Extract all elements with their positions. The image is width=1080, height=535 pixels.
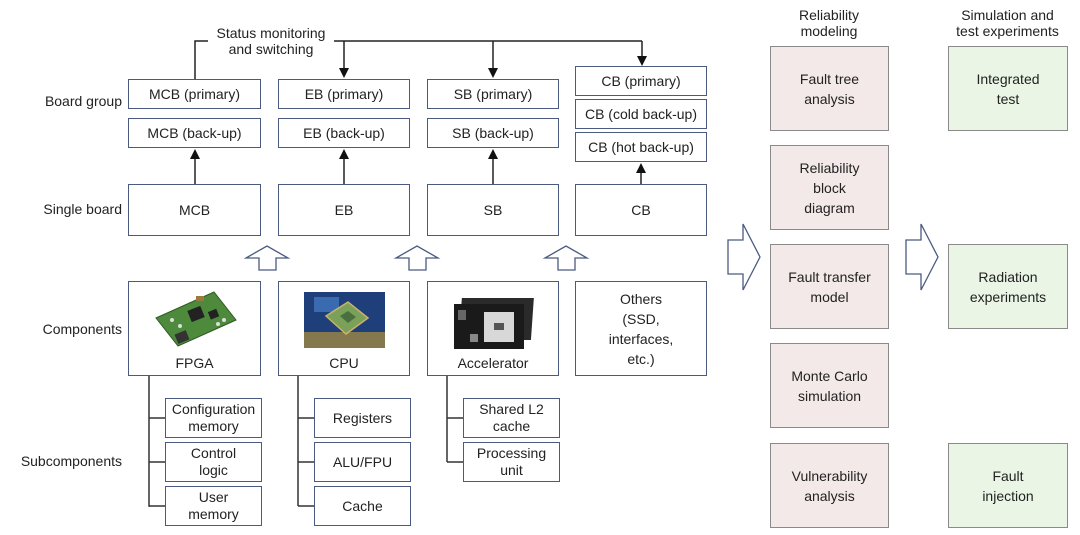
cb-primary-box: CB (primary)	[575, 66, 707, 96]
rel-line: diagram	[804, 199, 855, 216]
fpga-board-image	[155, 291, 237, 347]
subcomponent-processing-unit: Processing unit	[463, 442, 560, 482]
subcomponent-shared-l2-cache: Shared L2 cache	[463, 398, 560, 438]
rel-line: Monte Carlo	[791, 367, 868, 384]
test-line: Integrated	[976, 70, 1040, 87]
component-others: Others (SSD, interfaces, etc.)	[575, 281, 707, 376]
reliability-heading-line2: modeling	[800, 23, 858, 39]
row-label-single-board: Single board	[43, 201, 122, 217]
vulnerability-analysis-box: Vulnerability analysis	[770, 443, 889, 528]
radiation-experiments-box: Radiation experiments	[948, 244, 1068, 329]
fpga-tree	[148, 375, 150, 507]
component-accelerator-label: Accelerator	[457, 355, 529, 371]
rel-line: Vulnerability	[791, 467, 868, 484]
fault-injection-box: Fault injection	[948, 443, 1068, 528]
single-board-sb: SB	[427, 184, 559, 236]
rel-line: model	[810, 288, 849, 305]
test-heading: Simulation and test experiments	[940, 7, 1075, 39]
cpu-chip-image	[304, 292, 385, 348]
cb-cold-backup-box: CB (cold back-up)	[575, 99, 707, 129]
others-line2: (SSD,	[622, 310, 660, 327]
integrated-test-box: Integrated test	[948, 46, 1068, 131]
status-label-line2: and switching	[228, 41, 314, 57]
component-accelerator: Accelerator	[427, 281, 559, 376]
subcomponent-configuration-memory: Configuration memory	[165, 398, 262, 438]
sub-line: Configuration	[171, 401, 256, 417]
subcomponent-registers: Registers	[314, 398, 411, 438]
eb-primary-box: EB (primary)	[278, 79, 410, 109]
test-heading-line1: Simulation and	[961, 7, 1054, 23]
rel-line: simulation	[797, 387, 862, 404]
others-line4: etc.)	[627, 350, 655, 367]
hollow-up-arrow-1	[243, 245, 291, 271]
sub-line: Processing	[476, 445, 547, 461]
test-line: Radiation	[978, 268, 1038, 285]
cb-hot-backup-box: CB (hot back-up)	[575, 132, 707, 162]
sub-line: memory	[188, 506, 239, 522]
sub-line: unit	[500, 462, 523, 478]
fault-transfer-model-box: Fault transfer model	[770, 244, 889, 329]
others-line1: Others	[619, 290, 662, 307]
sub-line: memory	[188, 418, 239, 434]
sub-line: cache	[492, 418, 531, 434]
rel-line: block	[813, 179, 846, 196]
reliability-heading: Reliability modeling	[770, 7, 888, 39]
hollow-up-arrow-3	[542, 245, 590, 271]
test-line: injection	[982, 487, 1034, 504]
sb-backup-box: SB (back-up)	[427, 118, 559, 148]
row-label-components: Components	[42, 321, 122, 337]
rel-line: analysis	[804, 487, 855, 504]
row-label-board-group: Board group	[44, 93, 122, 109]
reliability-block-diagram-box: Reliability block diagram	[770, 145, 889, 230]
sub-line: Control	[190, 445, 237, 461]
test-line: experiments	[969, 288, 1047, 305]
accelerator-module-image	[454, 298, 534, 349]
sb-primary-box: SB (primary)	[427, 79, 559, 109]
subcomponent-alu-fpu: ALU/FPU	[314, 442, 411, 482]
others-line3: interfaces,	[608, 330, 674, 347]
rel-line: Reliability	[799, 159, 860, 176]
component-fpga-label: FPGA	[175, 355, 214, 371]
rel-line: Fault transfer	[788, 268, 871, 285]
fault-tree-analysis-box: Fault tree analysis	[770, 46, 889, 131]
rel-line: analysis	[804, 90, 855, 107]
single-board-eb: EB	[278, 184, 410, 236]
status-line	[194, 40, 208, 79]
monte-carlo-simulation-box: Monte Carlo simulation	[770, 343, 889, 428]
sub-line: User	[198, 489, 229, 505]
component-cpu-label: CPU	[329, 355, 359, 371]
sub-line: Shared L2	[479, 401, 544, 417]
hollow-right-arrow-2	[905, 223, 939, 291]
status-monitoring-label: Status monitoring and switching	[208, 25, 334, 57]
sub-line: logic	[199, 462, 228, 478]
reliability-heading-line1: Reliability	[799, 7, 859, 23]
row-label-subcomponents: Subcomponents	[20, 453, 122, 469]
test-line: test	[996, 90, 1020, 107]
mcb-primary-box: MCB (primary)	[128, 79, 261, 109]
mcb-backup-box: MCB (back-up)	[128, 118, 261, 148]
hollow-right-arrow-1	[727, 223, 761, 291]
subcomponent-user-memory: User memory	[165, 486, 262, 526]
single-board-mcb: MCB	[128, 184, 261, 236]
component-fpga: FPGA	[128, 281, 261, 376]
single-board-cb: CB	[575, 184, 707, 236]
subcomponent-cache: Cache	[314, 486, 411, 526]
rel-line: Fault tree	[799, 70, 860, 87]
status-label-line1: Status monitoring	[216, 25, 326, 41]
test-line: Fault	[992, 467, 1024, 484]
component-cpu: CPU	[278, 281, 410, 376]
test-heading-line2: test experiments	[956, 23, 1059, 39]
eb-backup-box: EB (back-up)	[278, 118, 410, 148]
subcomponent-control-logic: Control logic	[165, 442, 262, 482]
hollow-up-arrow-2	[393, 245, 441, 271]
